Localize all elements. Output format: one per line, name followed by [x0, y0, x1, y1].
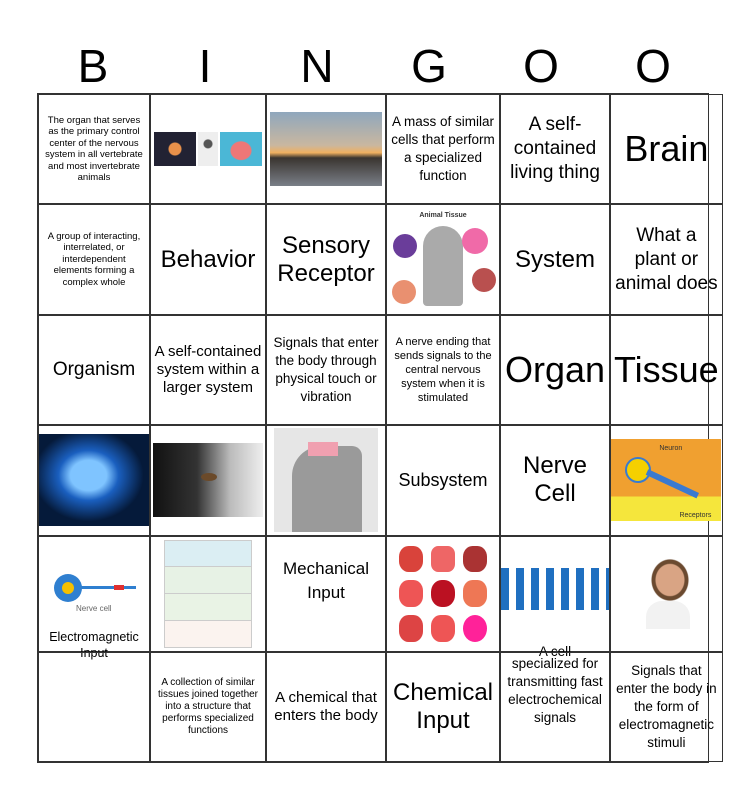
cell-text: A self-contained living thing [510, 114, 600, 184]
header-letter: B [77, 40, 109, 92]
eye-closeup-image [153, 443, 263, 518]
bingo-cell[interactable]: A collection of similar tissues joined t… [150, 651, 266, 762]
bingo-cell[interactable] [266, 425, 386, 536]
bingo-cell[interactable]: What a plant or animal does [610, 204, 723, 315]
bingo-cell[interactable]: Signals that enter the body in the form … [610, 651, 723, 762]
bingo-cell[interactable] [38, 425, 150, 536]
header-letter: I [198, 40, 212, 92]
cell-text: Organ [504, 348, 606, 390]
bingo-cell[interactable] [610, 535, 723, 652]
bingo-cell[interactable]: A self-contained system within a larger … [150, 314, 266, 426]
header-letter: O [635, 40, 671, 92]
systems-collage-image [154, 132, 262, 167]
bingo-cell[interactable]: Nerve Cell [500, 425, 610, 536]
cell-text: What a plant or animal does [615, 224, 718, 294]
cell-text: A group of interacting, interrelated, or… [47, 230, 141, 288]
bingo-cell[interactable] [38, 651, 150, 762]
bingo-cell[interactable]: Sensory Receptor [266, 204, 386, 315]
bingo-cell[interactable]: Subsystem [386, 425, 500, 536]
bingo-cell[interactable]: Behavior [150, 204, 266, 315]
cell-text: Chemical Input [392, 678, 494, 734]
cell-text: Subsystem [398, 470, 488, 491]
boy-listening-image [626, 558, 707, 629]
cell-text: Tissue [614, 348, 719, 390]
cell-text: A cell [538, 643, 572, 659]
bingo-cell[interactable]: A chemical that enters the body [266, 651, 386, 762]
bingo-cell[interactable] [150, 425, 266, 536]
bingo-cell[interactable]: Mechanical Input [266, 535, 386, 652]
cell-text: Nerve Cell [522, 452, 588, 508]
cell-text: Organism [52, 358, 136, 380]
cell-text: A mass of similar cells that perform a s… [391, 114, 495, 184]
cell-text: A collection of similar tissues joined t… [157, 676, 259, 736]
bingo-cell[interactable]: Brain [610, 94, 723, 205]
cell-text: A chemical that enters the body [274, 688, 378, 724]
bingo-cell[interactable]: Neuron Receptors [610, 425, 723, 536]
cell-text: A nerve ending that sends signals to the… [394, 335, 492, 404]
cell-text: Sensory Receptor [277, 231, 375, 287]
cell-text: Signals that enter the body through phys… [273, 334, 379, 404]
bingo-cell[interactable] [386, 535, 500, 652]
bingo-cell[interactable]: A nerve ending that sends signals to the… [386, 314, 500, 426]
bingo-cell[interactable]: Animal Tissue [386, 204, 500, 315]
bingo-cell[interactable]: Organ [500, 314, 610, 426]
human-body-systems-image [501, 567, 609, 610]
cell-text: The organ that serves as the primary con… [45, 114, 143, 184]
bingo-cell[interactable] [150, 94, 266, 205]
bingo-cell[interactable]: A cell [500, 535, 610, 659]
bingo-cell[interactable]: Tissue [610, 314, 723, 426]
bingo-cell[interactable]: Chemical Input [386, 651, 500, 762]
header-letter: N [300, 40, 334, 92]
bingo-header: B I N G O O [37, 38, 709, 94]
birds-sunset-image [270, 112, 382, 187]
cell-text: Behavior [160, 245, 256, 273]
bingo-cell[interactable] [266, 94, 386, 205]
bingo-cell[interactable] [150, 535, 266, 652]
bingo-cell[interactable]: specialized for transmitting fast electr… [500, 651, 610, 762]
organs-grid-image [395, 542, 491, 646]
cell-text: A self-contained system within a larger … [154, 342, 262, 396]
bingo-cell[interactable]: A mass of similar cells that perform a s… [386, 94, 500, 205]
cell-text: specialized for transmitting fast electr… [507, 655, 603, 725]
nasal-cavity-diagram [274, 428, 378, 533]
bingo-grid: The organ that serves as the primary con… [37, 93, 723, 763]
cell-text: Brain [624, 128, 709, 170]
bingo-cell[interactable]: The organ that serves as the primary con… [38, 94, 150, 205]
neuron-receptor-diagram: Neuron Receptors [611, 439, 722, 522]
brain-image [39, 434, 149, 527]
bingo-cell[interactable]: System [500, 204, 610, 315]
bingo-cell[interactable]: Nerve cell Electromagnetic Input [38, 535, 150, 660]
bingo-cell[interactable]: Organism [38, 314, 150, 426]
header-letter: O [523, 40, 559, 92]
animal-tissue-diagram: Animal Tissue [390, 210, 496, 310]
bingo-cell[interactable]: Signals that enter the body through phys… [266, 314, 386, 426]
nerve-cell-diagram: Nerve cell [42, 564, 146, 634]
bingo-cell[interactable]: A group of interacting, interrelated, or… [38, 204, 150, 315]
cell-text: Signals that enter the body in the form … [616, 662, 717, 750]
header-letter: G [411, 40, 447, 92]
ecosystem-levels-diagram [164, 539, 252, 648]
cell-text: System [514, 245, 595, 273]
bingo-cell[interactable]: A self-contained living thing [500, 94, 610, 205]
cell-text: Mechanical Input [283, 558, 369, 602]
